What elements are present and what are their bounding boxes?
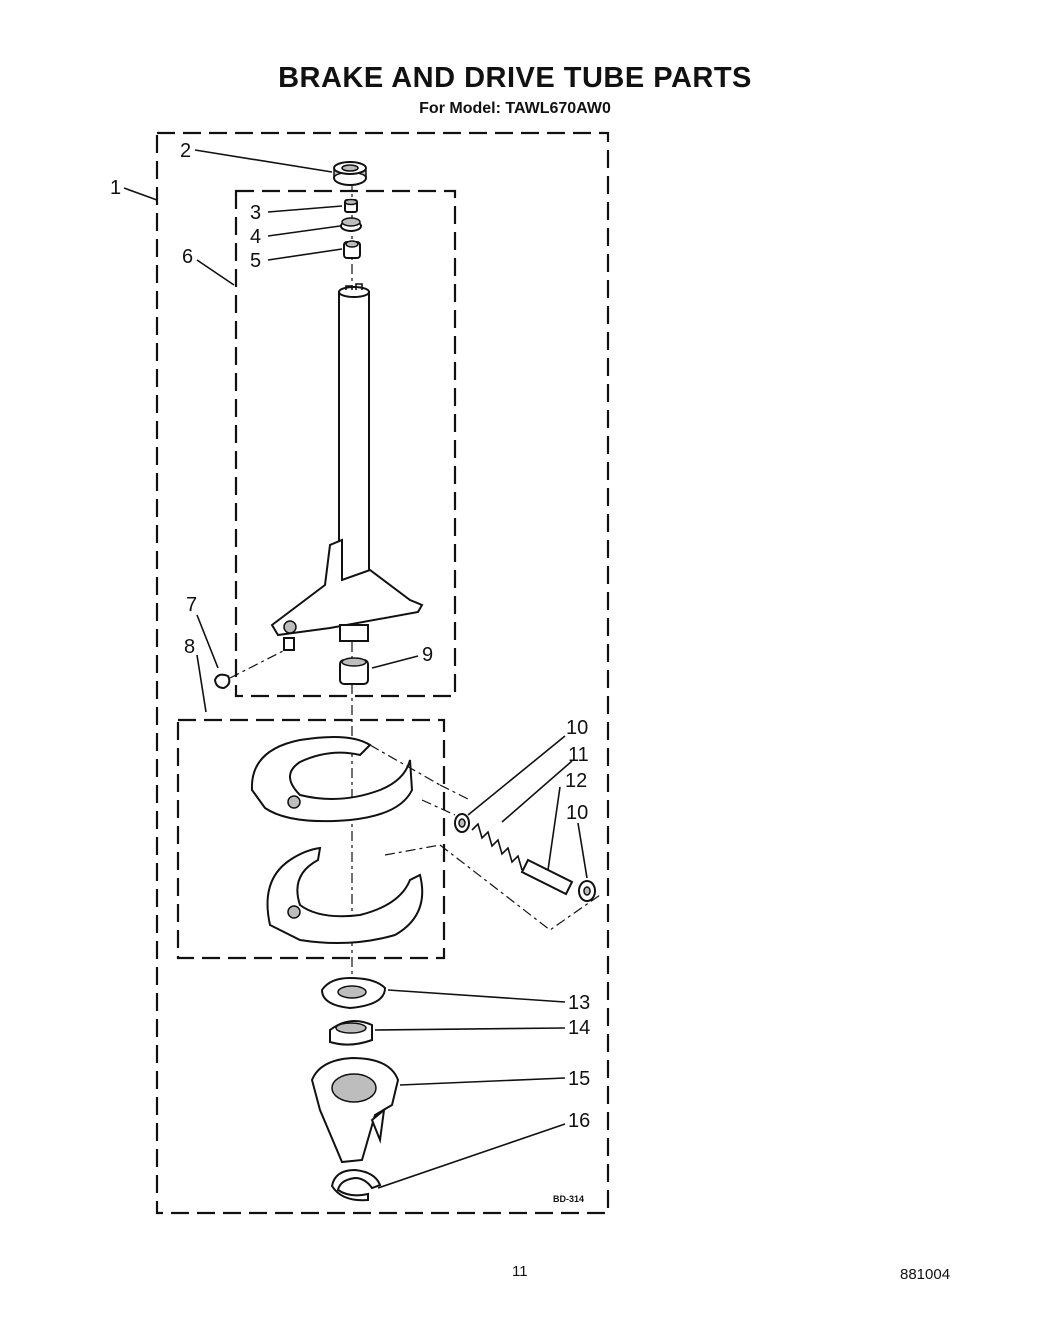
callout-10-lower: 10 [566, 802, 588, 824]
callout-8: 8 [184, 636, 195, 658]
assembly-8-outline [176, 718, 446, 960]
callout-4: 4 [250, 226, 261, 248]
assembly-6-outline [234, 189, 457, 698]
part-2-seal [333, 161, 367, 186]
part-14-collar [329, 1020, 373, 1046]
assembly-1-outline [155, 131, 610, 1215]
callout-5: 5 [250, 250, 261, 272]
part-8-lower-shoe [266, 844, 441, 945]
callout-3: 3 [250, 202, 261, 224]
figure-code: BD-314 [553, 1194, 584, 1204]
page-number: 11 [512, 1263, 528, 1280]
spring-assembly-guide [421, 784, 601, 931]
part-8-upper-shoe [250, 736, 441, 823]
part-13-flange [320, 976, 387, 1010]
callout-10-upper: 10 [566, 717, 588, 739]
callout-9: 9 [422, 644, 433, 666]
callout-12: 12 [565, 770, 587, 792]
drive-tube [270, 283, 424, 642]
page-title: BRAKE AND DRIVE TUBE PARTS [278, 62, 752, 94]
callout-2: 2 [180, 140, 191, 162]
part-10-washer-upper [454, 813, 470, 833]
part-3-nut [344, 198, 358, 213]
callout-1: 1 [110, 177, 121, 199]
document-code: 881004 [900, 1266, 951, 1283]
callout-11: 11 [568, 744, 589, 766]
part-15-coupling [310, 1056, 400, 1164]
part-11-spring [471, 822, 523, 871]
part-12-pin [520, 858, 574, 896]
callout-6: 6 [182, 246, 193, 268]
model-subtitle: For Model: TAWL670AW0 [419, 100, 611, 117]
callout-14: 14 [568, 1017, 590, 1039]
part-16-snap-ring [330, 1168, 382, 1202]
part-7-clip [213, 637, 295, 690]
callout-7: 7 [186, 594, 197, 616]
part-9-bearing [339, 657, 369, 685]
callout-13: 13 [568, 992, 590, 1014]
callout-16: 16 [568, 1110, 590, 1132]
callout-15: 15 [568, 1068, 590, 1090]
part-10-washer-lower [578, 880, 596, 902]
part-5-bushing [343, 240, 361, 259]
part-4-washer [340, 217, 362, 232]
